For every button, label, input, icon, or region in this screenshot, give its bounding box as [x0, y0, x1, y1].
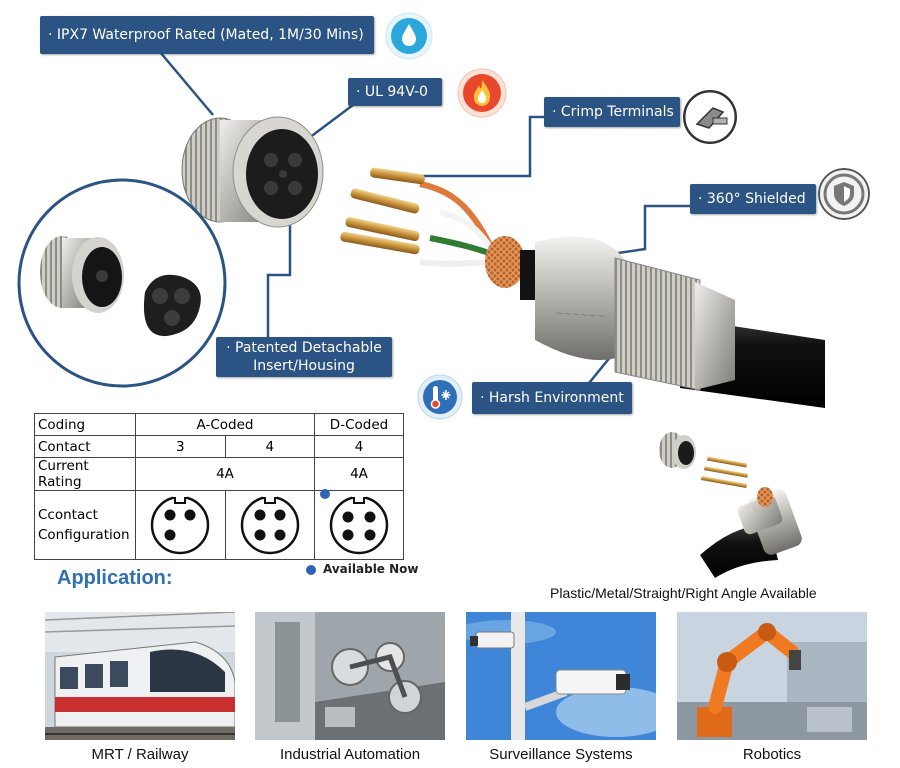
snow-thermometer-icon [417, 374, 463, 420]
flame-icon [457, 68, 507, 118]
a-coded-3-contact: 3 [135, 435, 226, 458]
industrial-automation-caption: Industrial Automation [279, 746, 421, 763]
configuration-label: Ccontact Configuration [34, 490, 136, 560]
table-row: Contact 3 4 4 [34, 435, 404, 458]
a-coded-3-pin-cell [135, 490, 226, 560]
right-angle-connector-image [659, 432, 802, 578]
detachable-insert-callout: · Patented Detachable Insert/Housing [216, 337, 392, 377]
d-coded-4-pin-icon [329, 494, 389, 555]
shield-icon [818, 168, 870, 220]
harsh-environment-callout: · Harsh Environment [472, 382, 632, 414]
leader-lines [159, 51, 690, 389]
configuration-label-line-1: Ccontact [38, 507, 98, 523]
robotics-caption: Robotics [742, 746, 802, 763]
product-illustration: ~~~~~~ [17, 51, 825, 578]
d-coded-current: 4A [314, 457, 404, 491]
surveillance-caption: Surveillance Systems [489, 746, 633, 763]
d-coded-header: D-Coded [314, 413, 404, 436]
crimp-terminals-callout: · Crimp Terminals [544, 97, 680, 127]
water-drop-icon [385, 12, 433, 60]
table-row: Current Rating 4A 4A [34, 457, 404, 491]
flame-rating-callout: · UL 94V-0 [348, 78, 442, 106]
contact-label: Contact [34, 435, 136, 458]
detachable-line-1: · Patented Detachable [226, 340, 382, 356]
female-connector-image [181, 116, 324, 228]
available-now-legend-dot [306, 565, 316, 575]
coding-label: Coding [34, 413, 136, 436]
detachable-line-2: Insert/Housing [253, 358, 355, 374]
shielded-callout: · 360° Shielded [690, 184, 816, 214]
crimp-tool-icon [683, 90, 737, 144]
table-row: Ccontact Configuration [34, 490, 404, 560]
d-coded-contact: 4 [314, 435, 404, 458]
waterproof-callout: · IPX7 Waterproof Rated (Mated, 1M/30 Mi… [40, 16, 374, 54]
a-coded-4-contact: 4 [224, 435, 315, 458]
available-now-legend: Available Now [323, 562, 419, 576]
railway-caption: MRT / Railway [91, 746, 189, 763]
crimp-terminals-image [340, 167, 525, 288]
railway-photo [45, 612, 235, 740]
surveillance-photo [466, 612, 656, 740]
spec-table: Coding A-Coded D-Coded Contact 3 4 4 Cur… [34, 413, 404, 560]
a-coded-current: 4A [135, 457, 315, 491]
options-note: Plastic/Metal/Straight/Right Angle Avail… [550, 585, 817, 601]
application-title: Application: [57, 567, 173, 589]
available-now-marker [320, 489, 330, 499]
detachable-insert-zoom [17, 178, 227, 388]
a-coded-3-pin-icon [151, 494, 210, 555]
configuration-label-line-2: Configuration [38, 527, 130, 543]
table-row: Coding A-Coded D-Coded [34, 413, 404, 436]
industrial-automation-photo [255, 612, 445, 740]
straight-connector-image: ~~~~~~ [520, 236, 825, 408]
a-coded-header: A-Coded [135, 413, 315, 436]
a-coded-4-pin-cell [224, 490, 315, 560]
robotics-photo [677, 612, 867, 740]
d-coded-pin-cell [314, 490, 404, 560]
current-rating-label: Current Rating [34, 457, 136, 491]
svg-text:~~~~~~: ~~~~~~ [555, 308, 606, 322]
a-coded-4-pin-icon [240, 494, 299, 555]
